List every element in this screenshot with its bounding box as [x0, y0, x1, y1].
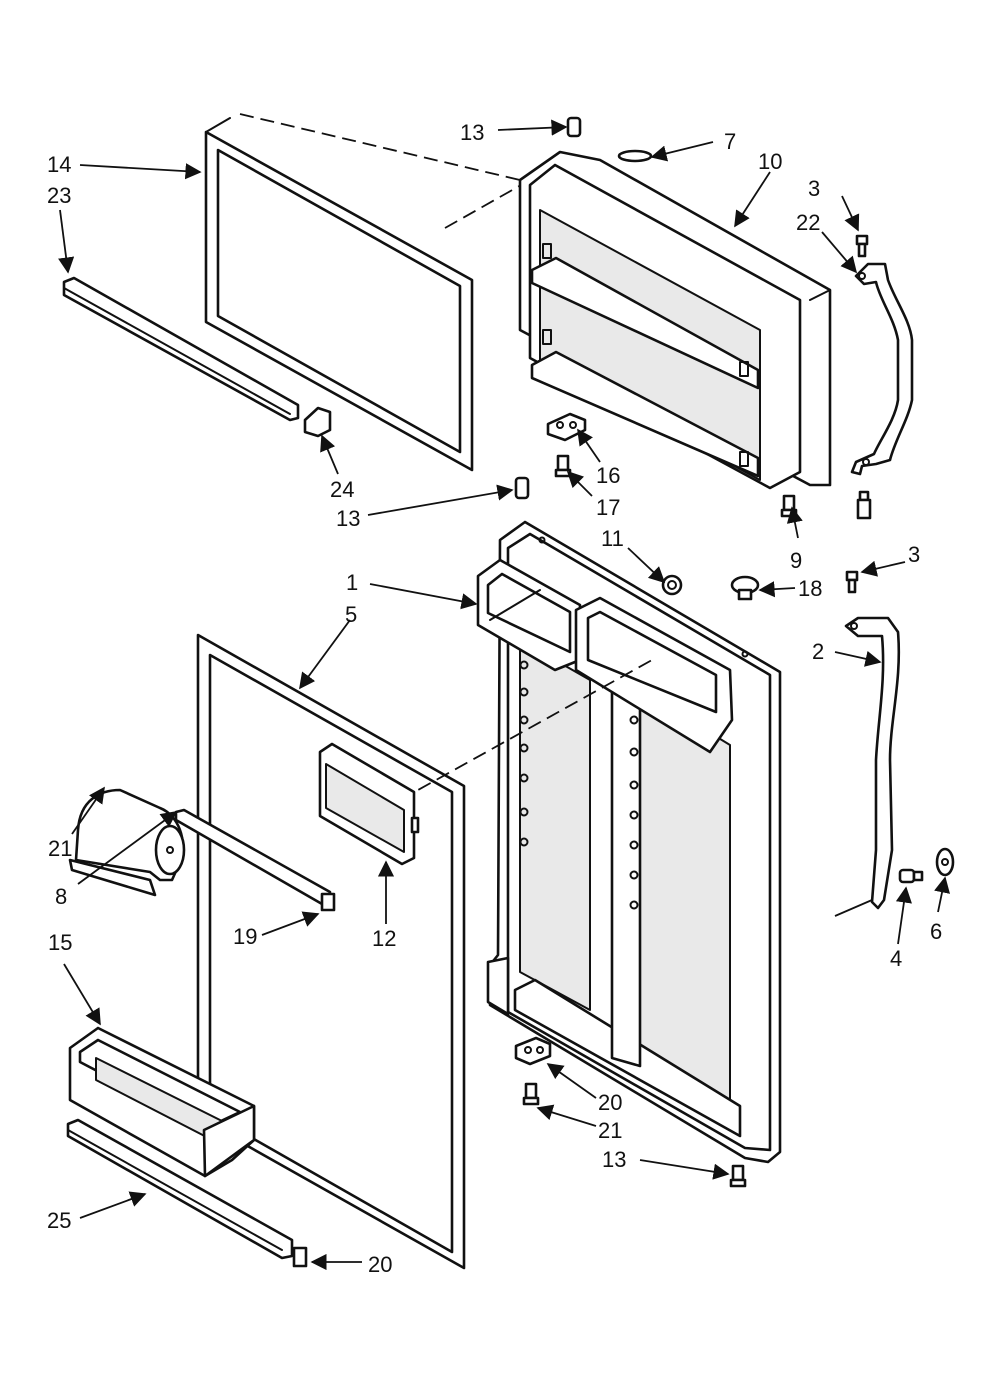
- callout-4: 4: [890, 946, 902, 971]
- callout-19: 19: [233, 924, 257, 949]
- handle-screw-top: [855, 234, 869, 258]
- callout-21-lower: 21: [598, 1118, 622, 1143]
- callout-5: 5: [345, 602, 357, 627]
- round-plug: [730, 575, 760, 601]
- callout-11: 11: [601, 526, 624, 551]
- door-bin: [68, 1026, 256, 1178]
- callout-3-lower: 3: [908, 542, 920, 567]
- callout-12: 12: [372, 926, 396, 951]
- handle-bolt: [898, 868, 924, 884]
- callout-3-upper: 3: [808, 176, 820, 201]
- butter-cover: [318, 742, 420, 866]
- freezer-trim-strip: [62, 276, 300, 422]
- callout-21-upper: 21: [48, 836, 72, 861]
- fresh-food-door-liner: [476, 520, 782, 1164]
- callout-13-top: 13: [460, 120, 484, 145]
- callout-18: 18: [798, 576, 822, 601]
- callout-23: 23: [47, 183, 71, 208]
- hinge-screw: [554, 454, 572, 478]
- door-plug-top: [566, 116, 582, 138]
- callout-17: 17: [596, 495, 620, 520]
- callout-8: 8: [55, 884, 67, 909]
- dairy-compartment: [68, 788, 186, 897]
- callout-15: 15: [48, 930, 72, 955]
- fresh-food-handle: [844, 616, 901, 910]
- callout-6: 6: [930, 919, 942, 944]
- callout-1: 1: [346, 570, 358, 595]
- oval-plug: [617, 149, 653, 163]
- callout-20-trim: 20: [368, 1252, 392, 1277]
- freezer-door-liner: [518, 150, 832, 490]
- callout-13-middle: 13: [336, 506, 360, 531]
- callout-9: 9: [790, 548, 802, 573]
- callout-22: 22: [796, 210, 820, 235]
- shelf-trim-end-cap: [320, 892, 336, 912]
- fresh-handle-screw-top: [845, 570, 859, 594]
- shelf-dimples: [519, 660, 639, 910]
- wiring-clip: [661, 574, 683, 596]
- callout-10: 10: [758, 149, 782, 174]
- callout-25: 25: [47, 1208, 71, 1233]
- callout-numbers: 13 7 10 14 23 3 22 24 16 17 13 11 9 3 1 …: [47, 120, 942, 1277]
- callout-7: 7: [724, 129, 736, 154]
- bin-trim: [66, 1118, 294, 1260]
- trim-end-cap: [303, 406, 332, 438]
- callout-2: 2: [812, 639, 824, 664]
- bottom-door-screw: [729, 1164, 747, 1188]
- leader-lines: [58, 119, 950, 1271]
- callout-16: 16: [596, 463, 620, 488]
- handle-screw-bottom: [856, 490, 872, 520]
- callout-20-hinge: 20: [598, 1090, 622, 1115]
- freezer-handle: [850, 262, 914, 476]
- callout-24: 24: [330, 477, 354, 502]
- bottom-hinge-screw: [522, 1082, 540, 1106]
- bin-trim-end-cap: [292, 1246, 308, 1268]
- handle-cap: [935, 847, 955, 877]
- callout-14: 14: [47, 152, 71, 177]
- door-plug-middle: [514, 476, 530, 500]
- freezer-door-gasket: [204, 113, 531, 472]
- callout-13-bottom: 13: [602, 1147, 626, 1172]
- bottom-hinge: [514, 1036, 552, 1066]
- hinge-bracket: [546, 412, 587, 442]
